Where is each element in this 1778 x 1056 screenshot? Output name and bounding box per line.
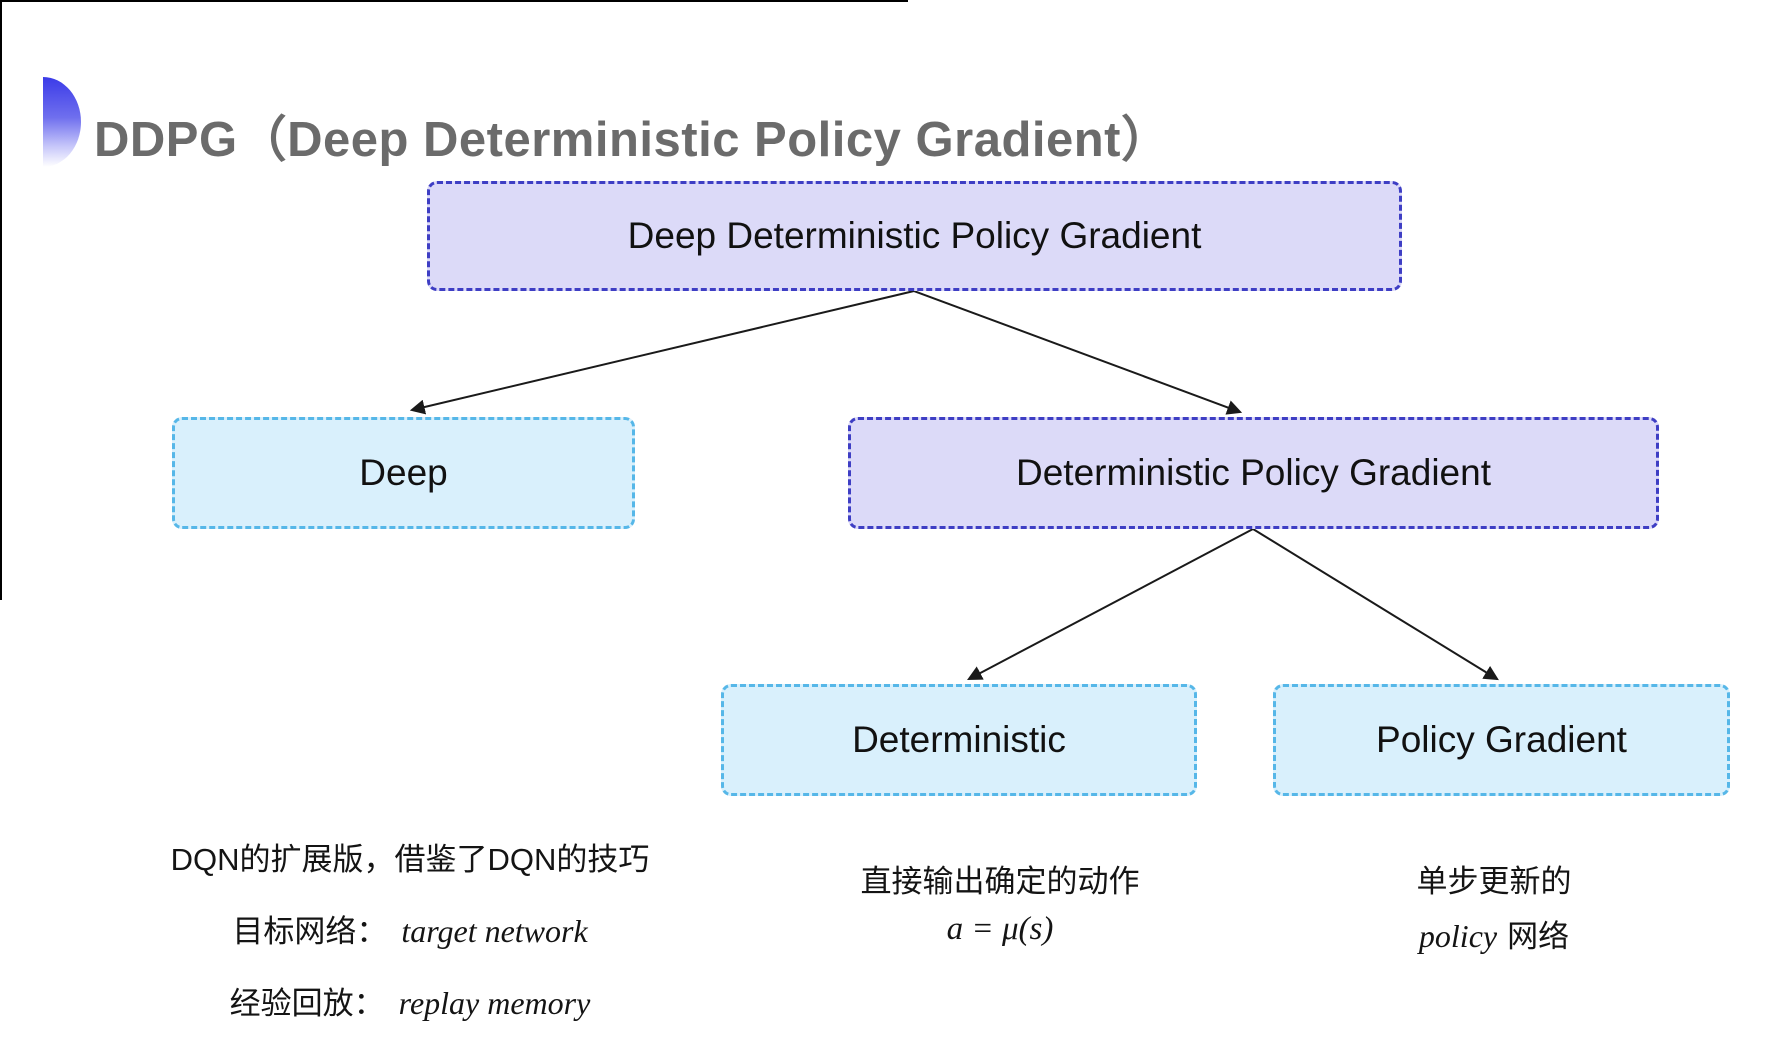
target-network-term: target network	[401, 913, 588, 949]
node-dpg-label: Deterministic Policy Gradient	[1016, 452, 1491, 493]
node-root: Deep Deterministic Policy Gradient	[427, 181, 1402, 291]
node-deterministic-policy-gradient: Deterministic Policy Gradient	[848, 417, 1659, 529]
note-policy-gradient-line2: policy 网络	[1329, 911, 1659, 956]
formula-a-mu-s: a = μ(s)	[946, 911, 1054, 947]
edge-dpg-policy-gradient	[1252, 528, 1499, 681]
node-deep: Deep	[172, 417, 635, 529]
replay-memory-term: replay memory	[398, 985, 591, 1021]
note-deterministic: 直接输出确定的动作 a = μ(s)	[800, 856, 1200, 958]
note-deterministic-line1: 直接输出确定的动作	[860, 864, 1140, 899]
note-dqn-extension: DQN的扩展版，借鉴了DQN的技巧 目标网络： target network 经验…	[110, 834, 710, 1050]
page-title: DDPG（Deep Deterministic Policy Gradient）	[94, 112, 1171, 167]
replay-memory-label: 经验回放：	[229, 986, 385, 1021]
edge-root-dpg	[913, 290, 1243, 415]
node-deep-label: Deep	[359, 452, 448, 493]
note-policy-gradient: 单步更新的 policy 网络	[1329, 856, 1659, 966]
node-root-label: Deep Deterministic Policy Gradient	[627, 215, 1202, 256]
note-dqn-line1: DQN的扩展版，借鉴了DQN的技巧	[170, 842, 650, 877]
note-target-network-line: 目标网络： target network	[110, 906, 710, 951]
left-border-line	[0, 0, 2, 600]
edge-dpg-deterministic	[967, 528, 1254, 681]
target-network-label: 目标网络：	[232, 914, 388, 949]
note-policy-gradient-line1: 单步更新的	[1416, 864, 1572, 899]
edge-root-deep	[409, 290, 915, 415]
node-deterministic-label: Deterministic	[852, 719, 1066, 760]
node-policy-gradient-label: Policy Gradient	[1376, 719, 1627, 760]
policy-suffix: 网络	[1507, 919, 1570, 954]
node-deterministic: Deterministic	[721, 684, 1197, 796]
note-replay-memory-line: 经验回放： replay memory	[110, 978, 710, 1023]
note-deterministic-formula: a = μ(s)	[800, 911, 1200, 948]
policy-term: policy	[1418, 918, 1498, 954]
node-policy-gradient: Policy Gradient	[1273, 684, 1730, 796]
top-border-line	[0, 0, 908, 2]
